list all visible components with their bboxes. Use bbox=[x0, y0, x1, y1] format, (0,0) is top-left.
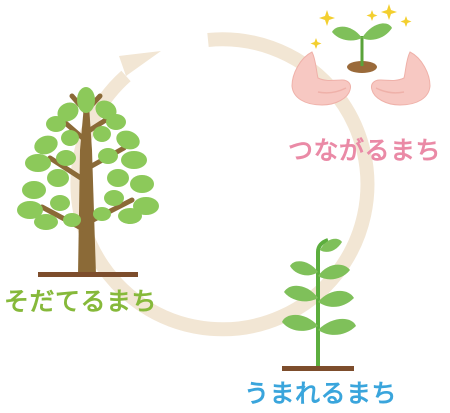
tree-icon bbox=[17, 87, 159, 277]
sapling-in-hands-icon bbox=[291, 4, 431, 106]
young-plant-icon bbox=[282, 238, 356, 371]
grow-town-label: そだてるまち bbox=[4, 287, 158, 316]
born-town-label: うまれるまち bbox=[244, 379, 398, 408]
sparkle-icon bbox=[310, 4, 412, 49]
connect-town-label: つながるまち bbox=[288, 136, 442, 165]
